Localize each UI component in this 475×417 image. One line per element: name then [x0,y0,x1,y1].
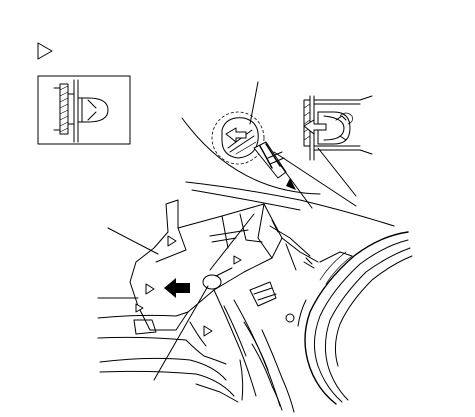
leader-retainer [153,285,209,381]
roof-line [185,181,395,227]
clip-marker-icon [167,235,177,247]
leader-pillar [209,213,255,271]
retainer-pull-arrow-icon [225,127,247,143]
rear-trim-panel [129,199,283,331]
inset-frame [37,75,131,145]
vehicle-interior-view [97,181,413,413]
removal-direction-arrow-icon [164,278,190,298]
pocket-outline [133,319,157,335]
door-opening-outer [304,231,409,405]
clip-marker-icon [145,283,155,295]
clip-marker-icon [203,325,213,337]
inset-clip-icon [67,93,109,125]
leader-retainer-right [273,151,357,207]
section-pull-arrow-icon [303,119,327,135]
leader-retainer-low [277,161,313,209]
leader-trim-panel [107,227,159,255]
leader-retainer-top [249,81,259,125]
callout-leaders [97,213,255,381]
retainer-location-icon [202,274,222,290]
inset-panel-section [53,83,69,135]
magnified-detail [181,81,357,209]
clip-detail-inset [37,75,131,145]
bolt-hole-icon [285,313,295,323]
tool-tip-icon [286,178,296,190]
clip-section-detail [303,95,373,197]
retainer-highlight-circle [211,111,265,165]
retainer-clip-icon [221,117,287,179]
clip-marker-icon [135,303,144,313]
clip-marker-icon [233,255,242,265]
note-triangle-icon [37,42,53,60]
latch-bracket [249,281,277,307]
